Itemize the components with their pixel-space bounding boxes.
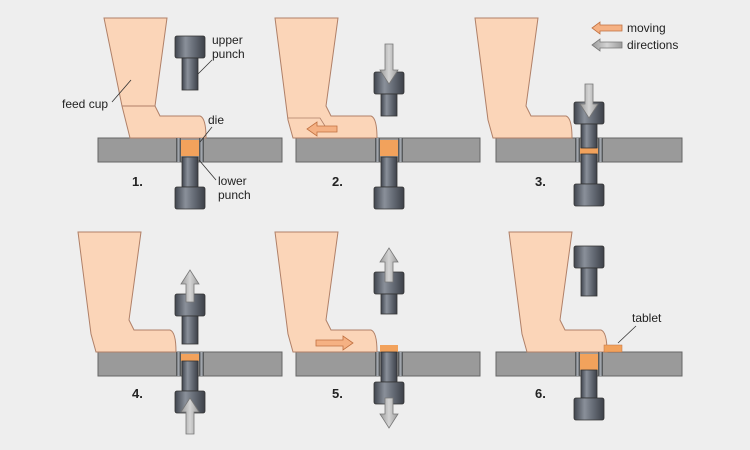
gray-arrow-up [180, 397, 200, 435]
step-number: 4. [132, 386, 143, 401]
powder-fill [181, 140, 199, 156]
tablet-in-die [181, 354, 199, 361]
step-number: 5. [332, 386, 343, 401]
die-wall-left [575, 352, 580, 376]
legend-gray-arrow [591, 38, 623, 52]
die-wall-left [375, 352, 380, 376]
ejected-tablet [603, 344, 623, 353]
lower-punch [174, 156, 206, 210]
lower-punch [373, 351, 405, 405]
die-wall-right [598, 352, 603, 376]
panel-step-6: tablet 6. [495, 231, 683, 421]
compressed-tablet [580, 148, 598, 154]
feed-cup [274, 231, 378, 353]
feed-cup-leader [111, 79, 132, 103]
gray-arrow-up [379, 247, 399, 283]
die-wall-right [199, 352, 204, 376]
powder-fill [380, 140, 398, 156]
legend-moving-label: moving [627, 21, 666, 35]
upper-punch [573, 245, 605, 297]
panel-step-1: upper punch feed cup die lower punch 1. [62, 17, 283, 210]
upper-punch-leader [197, 59, 213, 75]
upper-punch-label-line2: punch [212, 47, 245, 61]
lower-punch-leader [198, 159, 217, 181]
legend-orange-arrow [591, 21, 623, 35]
gray-arrow-up [180, 269, 200, 303]
die-wall-left [575, 138, 580, 162]
feed-cup [474, 17, 573, 139]
gray-arrow-down [379, 43, 399, 85]
upper-punch-label-line1: upper [212, 33, 243, 47]
powder-fill [580, 354, 598, 370]
die-wall-left [176, 138, 181, 162]
gray-arrow-down [379, 397, 399, 429]
panel-step-2: 2. [274, 17, 481, 210]
die-wall-right [398, 352, 403, 376]
panel-step-3: 3. [474, 17, 683, 207]
step-number: 1. [132, 174, 143, 189]
gray-arrow-down [579, 83, 599, 119]
feed-cup [274, 17, 378, 139]
upper-punch [174, 35, 206, 91]
ejected-tablet [380, 345, 398, 352]
die-wall-right [398, 138, 403, 162]
die-wall-left [176, 352, 181, 376]
upper-punch [373, 271, 405, 315]
legend-directions-label: directions [627, 38, 678, 52]
die-wall-left [375, 138, 380, 162]
lower-punch-label-line2: punch [218, 188, 251, 202]
die-wall-right [199, 138, 204, 162]
panel-step-5: 5. [274, 231, 481, 429]
step-number: 3. [535, 174, 546, 189]
step-number: 6. [535, 386, 546, 401]
die-leader [199, 126, 213, 143]
feed-cup-label: feed cup [62, 97, 108, 111]
feed-cup [508, 231, 608, 353]
panel-step-4: 4. [77, 231, 283, 435]
lower-punch [573, 153, 605, 207]
die-wall-right [598, 138, 603, 162]
lower-punch [373, 156, 405, 210]
tablet-label: tablet [632, 311, 662, 325]
legend: moving directions [591, 21, 678, 52]
die-label: die [208, 113, 224, 127]
upper-punch [174, 293, 206, 345]
tablet-leader [617, 325, 637, 344]
orange-arrow-right [315, 335, 354, 351]
lower-punch [573, 369, 605, 421]
feed-cup [103, 17, 207, 139]
step-number: 2. [332, 174, 343, 189]
lower-punch-label-line1: lower [218, 174, 247, 188]
feed-cup-base [288, 117, 326, 127]
feed-cup [77, 231, 177, 353]
orange-arrow-left [306, 121, 338, 137]
